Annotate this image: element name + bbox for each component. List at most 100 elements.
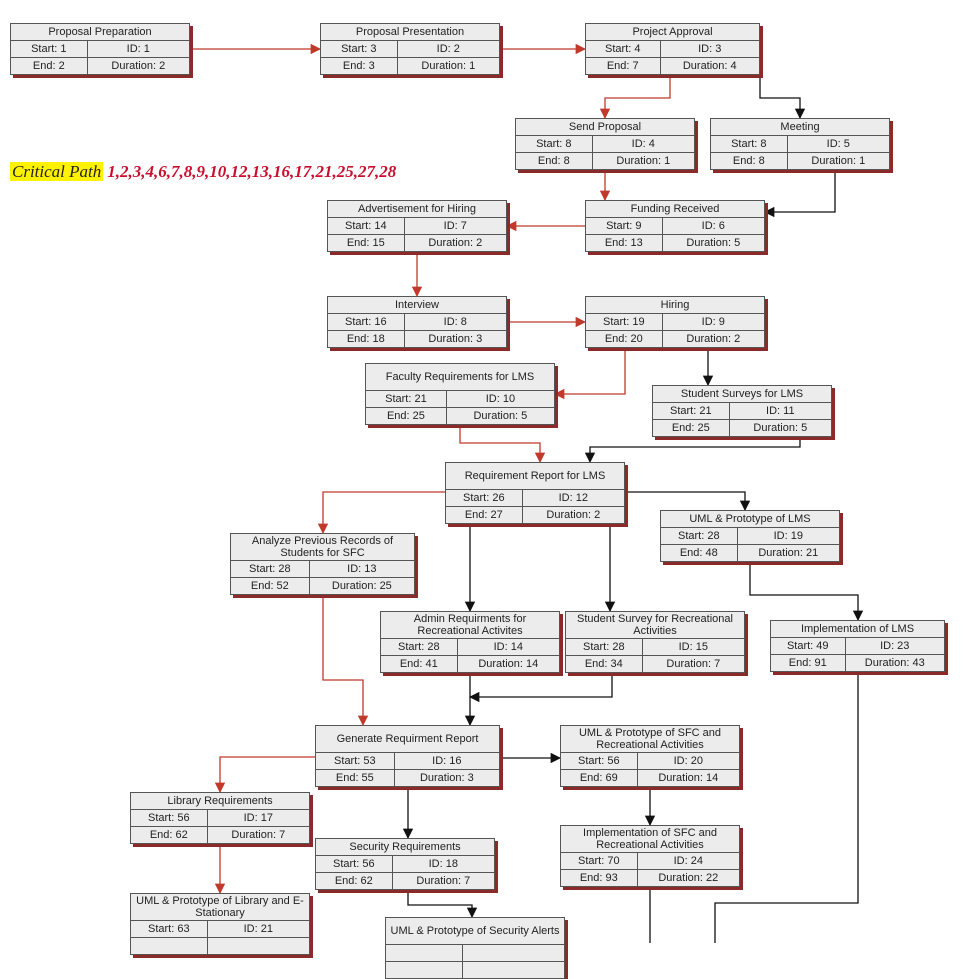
task-duration — [208, 938, 309, 954]
task-node-14: Admin Requirments for Recreational Activ… — [380, 611, 560, 673]
task-end: End: 25 — [366, 408, 447, 424]
task-id-text: ID: 5 — [826, 138, 850, 150]
task-row: Start: 56 ID: 20 — [561, 753, 739, 770]
task-node-15: Student Survey for Recreational Activiti… — [565, 611, 745, 673]
task-start: Start: 63 — [131, 921, 208, 937]
edge-23-out — [714, 672, 859, 943]
task-end: End: 52 — [231, 578, 310, 594]
task-end: End: 93 — [561, 870, 638, 886]
task-start: Start: 4 — [586, 41, 661, 57]
task-duration: Duration: 22 — [658, 872, 719, 884]
task-duration: Duration: 2 — [686, 333, 741, 345]
task-id-text: ID: 20 — [673, 755, 703, 767]
task-duration: Duration: 7 — [666, 658, 721, 670]
task-start: Start: 8 — [516, 136, 593, 152]
task-title: Proposal Presentation — [321, 24, 499, 41]
task-title: Requirement Report for LMS — [446, 463, 624, 490]
task-id-text: ID: 15 — [678, 641, 708, 653]
edge-3-4 — [599, 75, 671, 120]
task-end: End: 8 — [516, 153, 593, 169]
task-id-text: ID: 11 — [766, 405, 795, 417]
task-id-text: ID: 19 — [773, 530, 803, 542]
task-id-text: ID: 23 — [880, 640, 910, 652]
task-end — [386, 962, 463, 978]
task-title: UML & Prototype of Security Alerts — [386, 918, 564, 945]
task-duration: Duration: 5 — [473, 410, 528, 422]
task-start: Start: 9 — [586, 218, 663, 234]
task-title: Generate Requirment Report — [316, 726, 499, 753]
task-start: Start: 70 — [561, 853, 638, 869]
task-duration: Duration: 43 — [864, 657, 925, 669]
task-start: Start: 26 — [446, 490, 523, 506]
task-duration: Duration: 14 — [658, 772, 719, 784]
task-row: End: 91 Duration: 43 — [771, 655, 944, 671]
task-start: Start: 56 — [131, 810, 208, 826]
task-id-text: ID: 7 — [443, 220, 467, 232]
dependency-edges — [190, 43, 864, 943]
task-title: UML & Prototype of LMS — [661, 511, 839, 528]
task-end: End: 3 — [321, 58, 398, 74]
task-start: Start: 49 — [771, 638, 846, 654]
task-duration: Duration: 2 — [546, 509, 601, 521]
task-start: Start: 21 — [366, 391, 447, 407]
edge-11-12 — [584, 437, 801, 464]
task-duration — [463, 962, 564, 978]
task-end: End: 41 — [381, 656, 458, 672]
task-end — [131, 938, 208, 954]
task-end: End: 62 — [316, 873, 393, 889]
task-title: Project Approval — [586, 24, 759, 41]
task-row: End: 93 Duration: 22 — [561, 870, 739, 886]
task-start: Start: 28 — [231, 561, 310, 577]
edge-12-13 — [317, 491, 445, 535]
task-node-20: UML & Prototype of SFC and Recreational … — [560, 725, 740, 787]
task-title: UML & Prototype of SFC and Recreational … — [561, 726, 739, 753]
task-start: Start: 16 — [328, 314, 405, 330]
task-id-text — [463, 945, 564, 961]
edge-3-5 — [759, 75, 806, 120]
task-title: Analyze Previous Records of Students for… — [231, 534, 414, 561]
edge-9-10 — [553, 348, 626, 400]
task-end: End: 91 — [771, 655, 846, 671]
task-title: Hiring — [586, 297, 764, 314]
task-id-text: ID: 2 — [436, 43, 460, 55]
task-duration: Duration: 4 — [682, 60, 737, 72]
task-start: Start: 56 — [561, 753, 638, 769]
task-end: End: 48 — [661, 545, 738, 561]
task-title: Funding Received — [586, 201, 764, 218]
task-title: Student Surveys for LMS — [653, 386, 831, 403]
task-id-text: ID: 24 — [673, 855, 703, 867]
task-end: End: 8 — [711, 153, 788, 169]
task-duration: Duration: 2 — [428, 237, 483, 249]
task-title: Implementation of LMS — [771, 621, 944, 638]
task-row: End: 25 Duration: 5 — [366, 408, 554, 424]
task-start: Start: 28 — [381, 639, 458, 655]
